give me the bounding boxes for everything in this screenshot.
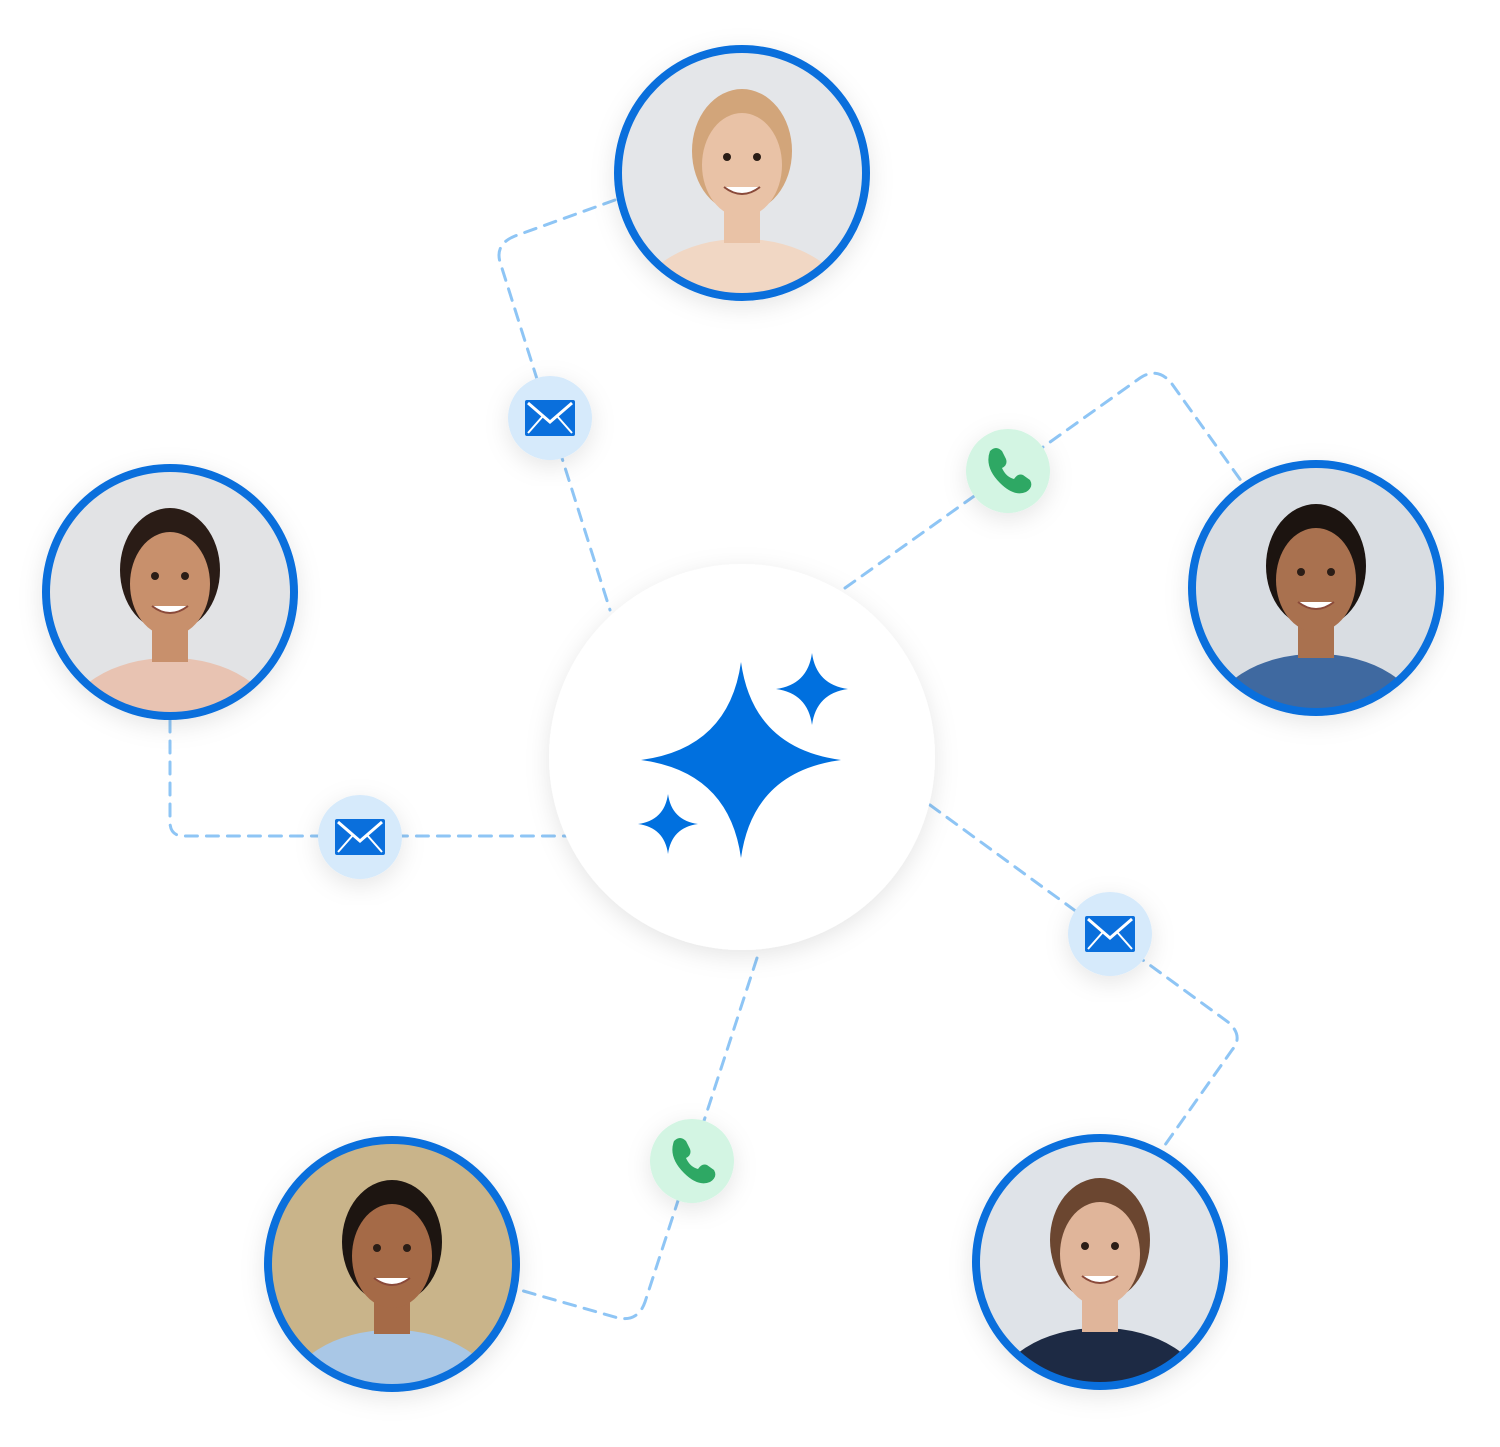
avatar-photo xyxy=(46,468,294,716)
connector-line xyxy=(843,371,1244,590)
channel-badges xyxy=(318,376,1152,1203)
avatar-photo xyxy=(976,1138,1224,1386)
avatar-photo xyxy=(268,1140,516,1388)
mail-badge[interactable] xyxy=(1068,892,1152,976)
phone-icon xyxy=(672,1138,716,1184)
avatar-photo xyxy=(1192,464,1440,712)
mail-badge[interactable] xyxy=(318,795,402,879)
mail-badge[interactable] xyxy=(508,376,592,460)
phone-badge[interactable] xyxy=(650,1119,734,1203)
avatar-ring xyxy=(1188,460,1444,716)
avatar-bottom-right[interactable] xyxy=(972,1134,1228,1447)
connector-line xyxy=(497,198,617,612)
sparkles-icon xyxy=(638,653,848,858)
mail-icon xyxy=(1085,916,1135,952)
avatar-bottom-left[interactable] xyxy=(264,1136,520,1447)
mail-icon xyxy=(525,400,575,436)
connector-line xyxy=(518,956,759,1321)
avatar-ring xyxy=(614,45,870,301)
phone-icon xyxy=(988,448,1032,494)
avatar-right[interactable] xyxy=(1188,460,1444,790)
avatar-ring xyxy=(972,1134,1228,1390)
avatar-ring xyxy=(42,464,298,720)
central-hub xyxy=(549,564,935,950)
connector-line xyxy=(168,718,568,838)
contact-avatars xyxy=(42,45,1444,1447)
avatar-ring xyxy=(264,1136,520,1392)
avatar-left[interactable] xyxy=(42,464,298,794)
mail-icon xyxy=(335,819,385,855)
avatar-photo xyxy=(618,49,866,297)
connector-lines xyxy=(168,198,1244,1321)
avatar-top[interactable] xyxy=(614,45,870,375)
connector-line xyxy=(928,803,1239,1147)
phone-badge[interactable] xyxy=(966,429,1050,513)
